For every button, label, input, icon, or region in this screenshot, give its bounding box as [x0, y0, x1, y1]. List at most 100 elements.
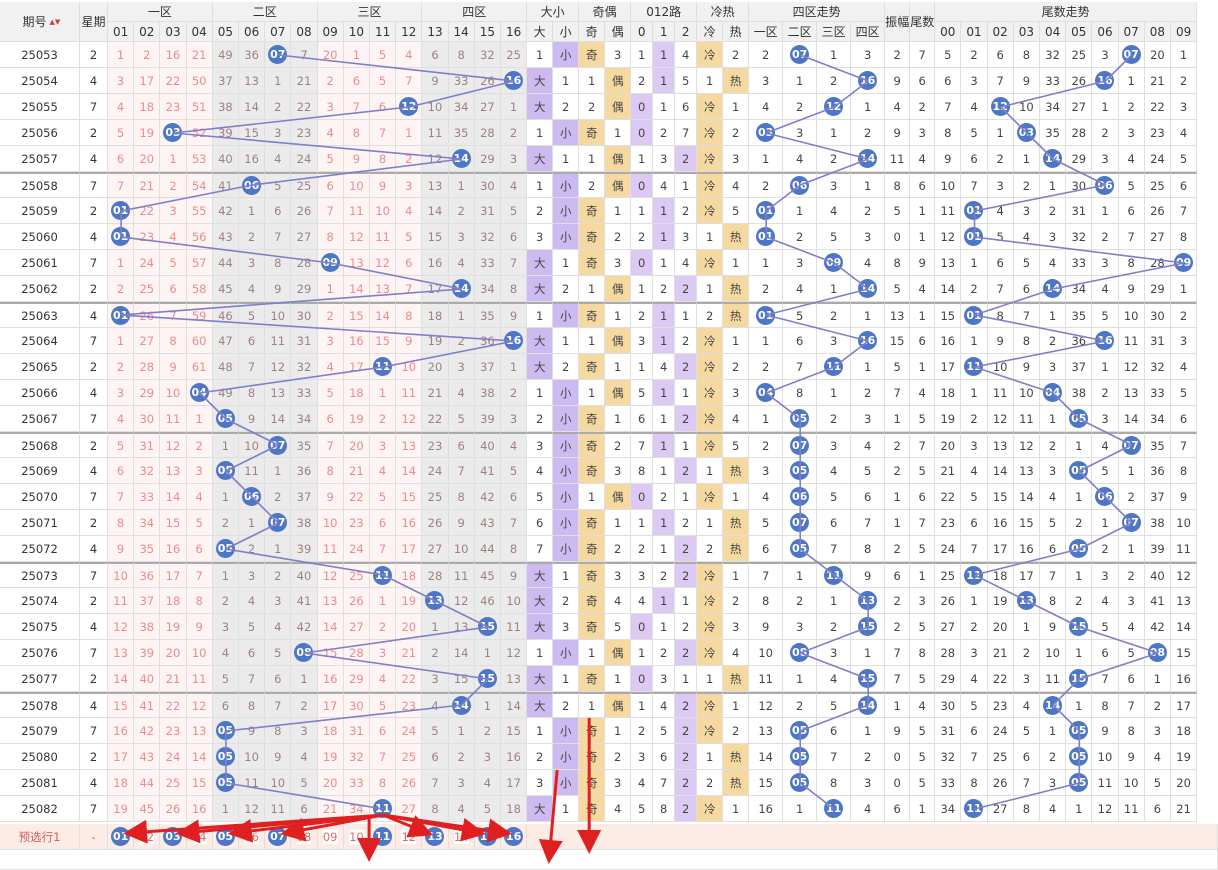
tail-trend-cell: 2 — [1118, 562, 1145, 588]
zone-trend-ball: 09 — [824, 253, 844, 272]
prediction-cell[interactable]: 07 — [265, 824, 292, 850]
sort-icon[interactable]: ▲▼ — [49, 17, 61, 26]
prediction-cell[interactable]: 08 — [291, 824, 318, 850]
header-issue[interactable]: 期号▲▼ — [0, 2, 80, 42]
tail-trend-cell: 4 — [1040, 484, 1067, 510]
prediction-selected-ball[interactable]: 16 — [504, 827, 524, 846]
prediction-ball[interactable]: 14 — [453, 829, 469, 844]
prediction-ball[interactable]: 10 — [349, 829, 364, 844]
prediction-selected-ball[interactable]: 15 — [477, 827, 497, 846]
number-cell: 1 — [317, 276, 344, 302]
road-012: 1 — [653, 94, 676, 120]
tail-trend-cell: 21 — [1171, 796, 1198, 822]
prediction-ball[interactable]: 06 — [244, 829, 259, 844]
number-cell: 4 — [160, 224, 187, 250]
tail-trend-cell: 5 — [1013, 250, 1040, 276]
prediction-ball[interactable]: 09 — [322, 829, 338, 844]
amplitude-value: 1 — [885, 692, 911, 718]
road-012: 2 — [653, 484, 676, 510]
road-012: 2 — [675, 146, 698, 172]
prediction-selected-ball[interactable]: 13 — [425, 827, 445, 846]
issue-number: 25066 — [0, 380, 80, 406]
zone-trend-cell: 3 — [851, 406, 886, 432]
zone-trend-cell: 4 — [749, 94, 784, 120]
number-cell: 2 — [474, 718, 501, 744]
prediction-ball[interactable]: 04 — [191, 829, 207, 844]
prediction-cell[interactable]: 14 — [448, 824, 475, 850]
issue-number: 25063 — [0, 302, 80, 328]
tail-trend-cell: 18 — [1171, 718, 1198, 744]
tail-trend-cell: 10 — [1171, 510, 1198, 536]
winning-ball: 05 — [215, 773, 235, 792]
amplitude-value: 2 — [885, 614, 911, 640]
prediction-cell[interactable]: 10 — [343, 824, 370, 850]
tail-value: 8 — [910, 640, 936, 666]
tail-trend-cell: 18 — [935, 380, 962, 406]
number-cell: 15 — [370, 328, 397, 354]
prediction-cell[interactable]: 09 — [317, 824, 344, 850]
prediction-cell[interactable]: 05 — [212, 824, 239, 850]
number-cell: 05 — [212, 406, 239, 432]
number-cell: 7 — [501, 250, 528, 276]
tail-trend-cell: 2 — [1066, 588, 1093, 614]
prediction-cell[interactable]: 06 — [239, 824, 266, 850]
number-cell: 11 — [343, 198, 370, 224]
zone-trend-ball: 16 — [858, 331, 878, 350]
prediction-cell[interactable]: 02 — [134, 824, 161, 850]
prediction-cell[interactable]: 04 — [186, 824, 213, 850]
prediction-ball[interactable]: 12 — [401, 829, 417, 844]
weekday-value: 7 — [80, 328, 108, 354]
prediction-cell[interactable]: 13 — [422, 824, 449, 850]
zone-trend-cell: 1 — [783, 198, 818, 224]
prediction-ball[interactable]: 08 — [296, 829, 312, 844]
prediction-cell[interactable]: 15 — [474, 824, 501, 850]
prediction-selected-ball[interactable]: 05 — [215, 827, 235, 846]
amplitude-value: 7 — [885, 640, 911, 666]
amplitude-value: 15 — [885, 328, 911, 354]
tail-trend-cell: 3 — [1171, 328, 1198, 354]
zone-trend-cell: 1 — [817, 276, 852, 302]
number-cell: 22 — [291, 94, 318, 120]
prediction-cell[interactable]: 16 — [501, 824, 528, 850]
number-cell: 2 — [212, 588, 239, 614]
number-cell: 32 — [343, 744, 370, 770]
prediction-cell[interactable]: 01 — [108, 824, 135, 850]
tail-trend-cell: 10 — [1013, 94, 1040, 120]
number-cell: 34 — [474, 276, 501, 302]
number-cell: 41 — [212, 172, 239, 198]
road-012: 7 — [631, 432, 654, 458]
prediction-cell[interactable]: 03 — [160, 824, 187, 850]
header-tail: 01 — [961, 22, 988, 42]
prediction-dash: - — [80, 824, 108, 850]
header-sub: 冷 — [697, 22, 724, 42]
prediction-cell[interactable]: 12 — [396, 824, 423, 850]
tail-trend-cell: 4 — [961, 666, 988, 692]
prediction-cell[interactable]: 11 — [370, 824, 397, 850]
prediction-selected-ball[interactable]: 03 — [163, 827, 183, 846]
jiou-ou: 偶 — [605, 640, 632, 666]
amplitude-value: 2 — [885, 458, 911, 484]
number-cell: 4 — [370, 458, 397, 484]
tail-trend-cell: 14 — [987, 458, 1014, 484]
amplitude-value: 2 — [885, 588, 911, 614]
tail-trend-cell: 32 — [1040, 42, 1067, 68]
number-cell: 21 — [317, 796, 344, 822]
number-cell: 10 — [160, 380, 187, 406]
number-cell: 3 — [501, 146, 528, 172]
prediction-selected-ball[interactable]: 11 — [373, 827, 393, 846]
zone-trend-cell: 1 — [817, 588, 852, 614]
prediction-selected-ball[interactable]: 01 — [111, 827, 131, 846]
tail-trend-cell: 6 — [1118, 666, 1145, 692]
jiou-ou: 1 — [605, 666, 632, 692]
number-cell: 3 — [448, 354, 475, 380]
header-num: 16 — [501, 22, 528, 42]
number-cell: 7 — [370, 120, 397, 146]
prediction-ball[interactable]: 02 — [139, 829, 155, 844]
number-cell: 1 — [212, 484, 239, 510]
tail-trend-cell: 2 — [1066, 510, 1093, 536]
prediction-selected-ball[interactable]: 07 — [268, 827, 288, 846]
lengre-leng: 冷 — [697, 42, 724, 68]
number-cell: 44 — [212, 250, 239, 276]
tail-value: 7 — [910, 42, 936, 68]
road-012: 3 — [631, 328, 654, 354]
